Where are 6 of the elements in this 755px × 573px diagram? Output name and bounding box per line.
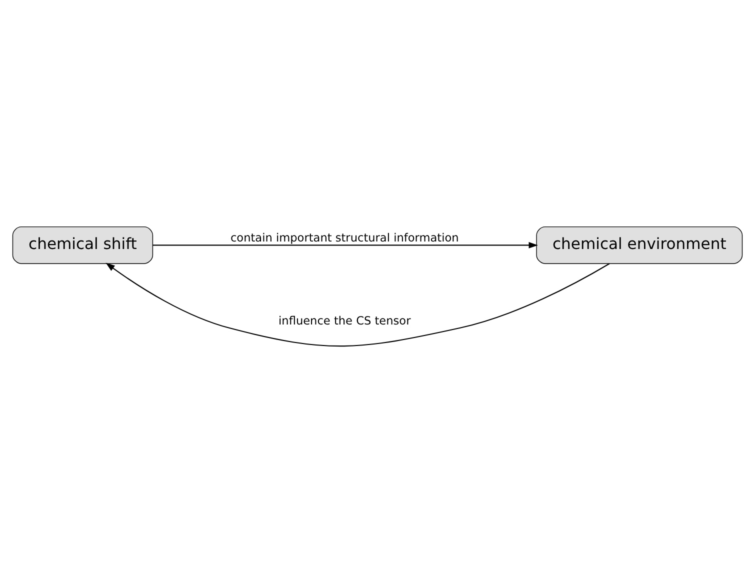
edge-label: contain important structural information [230, 232, 459, 245]
node-box: chemical environment [536, 226, 743, 264]
edge-label: influence the CS tensor [278, 314, 411, 328]
arrow [106, 262, 610, 347]
node-box: chemical shift [12, 226, 154, 264]
arrow [152, 242, 538, 248]
